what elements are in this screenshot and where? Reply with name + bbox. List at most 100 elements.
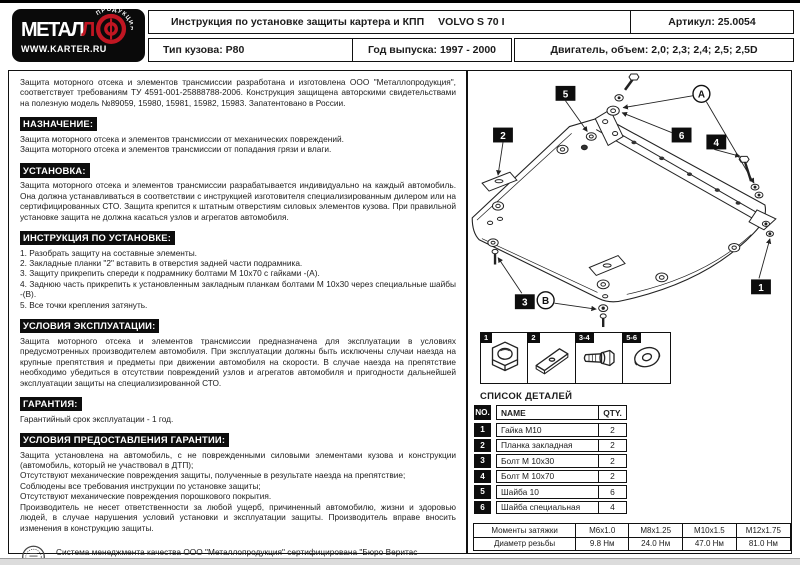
callout-B: B xyxy=(536,291,555,310)
scan-top-edge xyxy=(0,0,800,3)
section-heading: УСЛОВИЯ ПРЕДОСТАВЛЕНИЯ ГАРАНТИИ: xyxy=(20,432,230,448)
callout-1: 1 xyxy=(751,279,771,295)
part-cells: NAME QTY. xyxy=(496,405,627,420)
part-qty: 4 xyxy=(610,502,615,513)
callout-3: 3 xyxy=(514,294,535,310)
section: НАЗНАЧЕНИЕ: Защита моторного отсека и эле… xyxy=(20,114,456,154)
svg-text:A: A xyxy=(698,90,705,101)
brand-ring-icon: ПРОДУКЦИЯ xyxy=(95,7,133,44)
parts-list-title: СПИСОК ДЕТАЛЕЙ xyxy=(480,391,573,402)
section: ГАРАНТИЯ:Гарантийный срок эксплуатации -… xyxy=(20,394,456,424)
svg-text:1: 1 xyxy=(758,283,764,294)
engine-variants: Двигатель, объем: 2,0; 2,3; 2,4; 2,5; 2,… xyxy=(514,38,794,62)
part-no: 2 xyxy=(474,438,491,452)
paragraph: Соблюдены все требования инструкции по у… xyxy=(20,480,261,491)
torque-value: M8x1.25 xyxy=(628,523,684,538)
torque-row-label: Диаметр резьбы xyxy=(472,536,577,551)
washer-icon xyxy=(627,338,667,378)
body-type: Тип кузова: Р80 xyxy=(148,38,364,62)
diagram-callouts: 5 A 2 6 4 3 B 1 xyxy=(493,84,771,310)
part-name: Болт М 10х70 xyxy=(497,470,599,482)
section-heading: НАЗНАЧЕНИЕ: xyxy=(20,116,98,132)
callout-4: 4 xyxy=(706,134,727,150)
section: Защита моторного отсека и элементов тран… xyxy=(20,77,456,108)
left-column: Защита моторного отсека и элементов тран… xyxy=(9,71,468,565)
section: ИНСТРУКЦИЯ ПО УСТАНОВКЕ:1. Разобрать защ… xyxy=(20,228,456,310)
paragraph: 5. Все точки крепления затянуть. xyxy=(20,299,148,310)
part-no: 6 xyxy=(474,500,491,514)
torque-row-label: Моменты затяжки xyxy=(472,523,577,538)
svg-text:2: 2 xyxy=(500,131,506,142)
part-name: Шайба специальная xyxy=(497,501,599,513)
installation-diagram: 5 A 2 6 4 3 B 1 xyxy=(471,73,777,328)
paragraph: Отсутствуют механические повреждения пор… xyxy=(20,491,272,502)
paragraph: Отсутствуют механические повреждения защ… xyxy=(20,470,406,481)
svg-text:3: 3 xyxy=(522,298,528,309)
plate-holes xyxy=(487,132,741,283)
part-qty: QTY. xyxy=(603,407,622,418)
callout-6: 6 xyxy=(671,127,692,143)
brand-name: МЕТАЛЛ xyxy=(21,19,95,41)
paragraph: Производитель не несет ответственности з… xyxy=(20,501,456,533)
section-heading: ИНСТРУКЦИЯ ПО УСТАНОВКЕ: xyxy=(20,230,176,246)
production-years: Год выпуска: 1997 - 2000 xyxy=(352,38,512,62)
brand-accent-letter: Л xyxy=(81,19,95,41)
part-thumb-2: 2 xyxy=(527,332,577,384)
section-heading: УСЛОВИЯ ЭКСПЛУАТАЦИИ: xyxy=(20,318,160,334)
torque-value: 47.0 Нм xyxy=(682,536,737,551)
plate-icon xyxy=(532,338,572,378)
torque-value: M12x1.75 xyxy=(735,523,792,538)
nut-icon xyxy=(485,338,525,378)
section-heading: ГАРАНТИЯ: xyxy=(20,396,82,412)
brand-wordmark: МЕТАЛЛ ПРОДУКЦИЯ xyxy=(21,7,145,44)
doc-title: Инструкция по установке защиты картера и… xyxy=(171,16,425,28)
leader-lines xyxy=(496,95,772,312)
part-name: Шайба 10 xyxy=(497,486,599,498)
callout-5: 5 xyxy=(555,85,576,101)
rear-strip-assembly xyxy=(588,254,626,328)
brand-logo: МЕТАЛЛ ПРОДУКЦИЯ WWW.KARTER.RU xyxy=(12,7,145,62)
part-qty: 2 xyxy=(610,424,615,435)
section: УСЛОВИЯ ЭКСПЛУАТАЦИИ:Защита моторного от… xyxy=(20,316,456,388)
bolt-icon xyxy=(579,338,619,378)
part-name: NAME xyxy=(497,406,599,419)
part-name: Гайка М10 xyxy=(497,424,599,436)
svg-text:5: 5 xyxy=(563,89,569,100)
article-number: Артикул: 25.0054 xyxy=(630,10,794,34)
part-thumb-tag: 1 xyxy=(480,332,493,343)
part-name: Планка закладная xyxy=(497,439,599,451)
paragraph: 1. Разобрать защиту на составные элемент… xyxy=(20,247,197,258)
torque-value: 24.0 Нм xyxy=(628,536,684,551)
text-sections: Защита моторного отсека и элементов тран… xyxy=(20,77,456,533)
paragraph: Защита моторного отсека и элементов тран… xyxy=(20,180,456,222)
part-no: 1 xyxy=(474,423,491,437)
svg-text:6: 6 xyxy=(679,131,685,142)
torque-value: M6x1.0 xyxy=(575,523,630,538)
part-thumb-tag: 2 xyxy=(527,332,540,343)
part-thumb-5-6: 5-6 xyxy=(622,332,672,384)
header: МЕТАЛЛ ПРОДУКЦИЯ WWW.KARTER.RU Инструкци… xyxy=(8,7,794,64)
torque-value: 81.0 Нм xyxy=(735,536,792,551)
doc-title-cell: Инструкция по установке защиты картера и… xyxy=(148,10,650,34)
svg-text:B: B xyxy=(542,296,549,307)
section: УСЛОВИЯ ПРЕДОСТАВЛЕНИЯ ГАРАНТИИ:Защита у… xyxy=(20,430,456,533)
part-no: 4 xyxy=(474,469,491,483)
part-thumb-3-4: 3-4 xyxy=(574,332,624,384)
paragraph: Гарантийный срок эксплуатации - 1 год. xyxy=(20,413,174,424)
paragraph: Защита моторного отсека и элементов тран… xyxy=(20,77,456,108)
part-no: 5 xyxy=(474,485,491,499)
part-no: 3 xyxy=(474,454,491,468)
paragraph: 2. Закладные планки "2" вставить в отвер… xyxy=(20,258,303,269)
section: УСТАНОВКА:Защита моторного отсека и элем… xyxy=(20,161,456,222)
paragraph: Защита установлена на автомобиль, с не п… xyxy=(20,449,456,470)
paragraph: Защита моторного отсека и элементов тран… xyxy=(20,144,332,155)
